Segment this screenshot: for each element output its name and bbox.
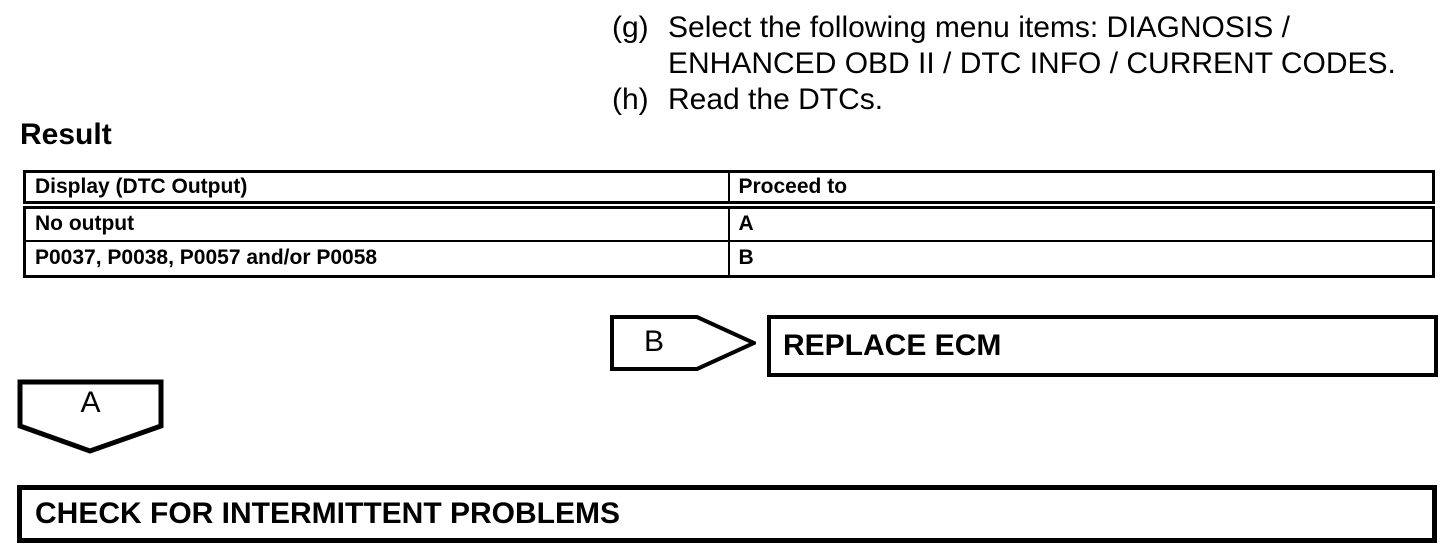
pentagon-down-icon — [17, 379, 164, 454]
table-row: No output A — [23, 203, 1435, 242]
step-text-line: Select the following menu items: DIAGNOS… — [668, 11, 1290, 44]
replace-ecm-label: REPLACE ECM — [783, 329, 1002, 362]
connector-b-label: B — [643, 325, 664, 358]
procedure-step-h: (h) Read the DTCs. — [612, 82, 1452, 118]
step-marker: (h) — [612, 83, 649, 116]
procedure-steps: (g) Select the following menu items: DIA… — [612, 10, 1452, 118]
step-text-line: ENHANCED OBD II / DTC INFO / CURRENT COD… — [668, 47, 1396, 80]
check-intermittent-box: CHECK FOR INTERMITTENT PROBLEMS — [17, 485, 1437, 543]
step-text: Read the DTCs. — [668, 82, 883, 118]
procedure-step-g: (g) Select the following menu items: DIA… — [612, 10, 1452, 82]
connector-b: B — [610, 315, 756, 371]
replace-ecm-box: REPLACE ECM — [767, 315, 1438, 377]
step-text-line: Read the DTCs. — [668, 83, 884, 116]
cell-proceed-to: A — [727, 203, 1435, 242]
connector-a: A — [17, 379, 164, 455]
pentagon-right-icon — [610, 315, 756, 371]
table-row: P0037, P0038, P0057 and/or P0058 B — [23, 239, 1435, 278]
connector-a-label: A — [80, 386, 101, 419]
table-header-row: Display (DTC Output) Proceed to — [23, 170, 1435, 209]
step-marker: (g) — [612, 11, 649, 44]
result-table: Display (DTC Output) Proceed to No outpu… — [23, 170, 1435, 278]
cell-display: No output — [23, 203, 730, 242]
cell-display: P0037, P0038, P0057 and/or P0058 — [23, 239, 730, 278]
column-header-display: Display (DTC Output) — [23, 170, 730, 209]
column-header-proceed-to: Proceed to — [727, 170, 1435, 209]
check-intermittent-label: CHECK FOR INTERMITTENT PROBLEMS — [35, 497, 620, 530]
cell-proceed-to: B — [727, 239, 1435, 278]
result-heading: Result — [20, 118, 112, 151]
step-text: Select the following menu items: DIAGNOS… — [668, 10, 1396, 82]
